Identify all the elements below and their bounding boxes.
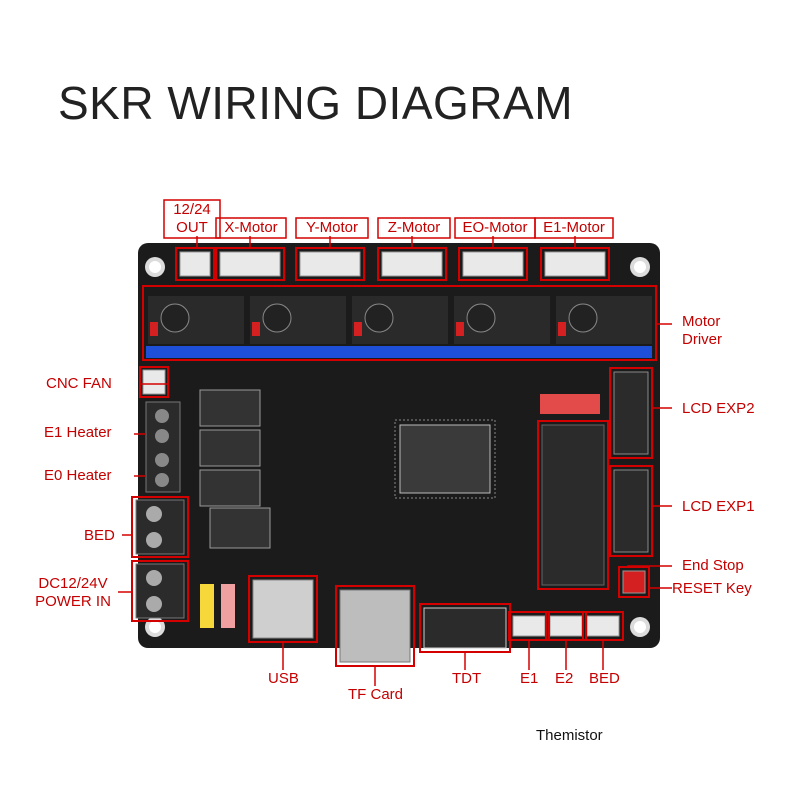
usb-port (252, 579, 314, 639)
label-motor-driver: Motor Driver (682, 313, 722, 349)
cnc-fan-highlight (139, 366, 169, 398)
diagram-title: SKR WIRING DIAGRAM (58, 77, 574, 129)
blue-pin-header (146, 346, 652, 358)
exp-highlights (609, 367, 653, 557)
bed-terminal-highlight (131, 496, 189, 558)
mcu-chip-outline (394, 419, 496, 499)
reset-button (622, 570, 646, 594)
label-end-stop: End Stop (682, 557, 744, 574)
label-z-motor: Z-Motor (387, 219, 441, 236)
label-dc-12-24v: DC12/24V (38, 575, 108, 592)
motor-connectors (179, 251, 606, 277)
label-power-in: DC12/24V POWER IN (30, 575, 116, 611)
driver-jumpers (150, 322, 566, 336)
power-terminal (135, 563, 185, 619)
label-usb: USB (268, 670, 299, 687)
driver-capacitors (160, 303, 598, 333)
label-tdt: TDT (452, 670, 482, 687)
thermistor-connectors (512, 615, 620, 637)
label-boxes (163, 199, 614, 239)
bed-terminal (135, 499, 185, 555)
tf-card-slot (339, 589, 411, 663)
fuse-yellow (200, 584, 214, 628)
mcu-chip (399, 424, 491, 494)
uart-jumpers (540, 394, 600, 414)
label-e1-thermistor: E1 (520, 670, 539, 687)
reset-highlight (618, 566, 650, 598)
driver-area-highlight (142, 285, 657, 361)
mosfets (199, 389, 271, 549)
power-terminal-highlight (131, 560, 189, 622)
label-e1-motor: E1-Motor (543, 219, 605, 236)
label-y-motor: Y-Motor (306, 219, 358, 236)
tdt-header (423, 607, 507, 649)
label-x-motor: X-Motor (224, 219, 278, 236)
label-e0-heater: E0 Heater (44, 467, 112, 484)
label-out: OUT (176, 219, 208, 236)
label-driver: Driver (682, 331, 722, 348)
label-lcd-exp1: LCD EXP1 (682, 498, 755, 515)
fuse-pink (221, 584, 235, 628)
label-thermistor: Themistor (536, 727, 603, 744)
label-bed-thermistor: BED (589, 670, 620, 687)
mounting-holes (145, 257, 650, 637)
label-motor: Motor (682, 313, 721, 330)
label-cnc-fan: CNC FAN (46, 375, 112, 392)
label-12-24: 12/24 (173, 201, 211, 218)
label-tf-card: TF Card (348, 686, 404, 703)
label-e2-thermistor: E2 (555, 670, 574, 687)
label-lcd-exp2: LCD EXP2 (682, 400, 755, 417)
endstop-highlight (537, 420, 609, 590)
label-e0-motor: EO-Motor (462, 219, 528, 236)
label-bed-power: BED (84, 527, 115, 544)
screw-heads (155, 409, 169, 487)
label-power-in-text: POWER IN (35, 593, 111, 610)
endstop-headers (541, 424, 605, 586)
exp-headers (613, 371, 649, 553)
label-reset-key: RESET Key (672, 580, 752, 597)
cnc-fan-connector (142, 369, 166, 395)
label-12-24-out: 12/24 OUT (166, 201, 218, 237)
label-e1-heater: E1 Heater (44, 424, 112, 441)
